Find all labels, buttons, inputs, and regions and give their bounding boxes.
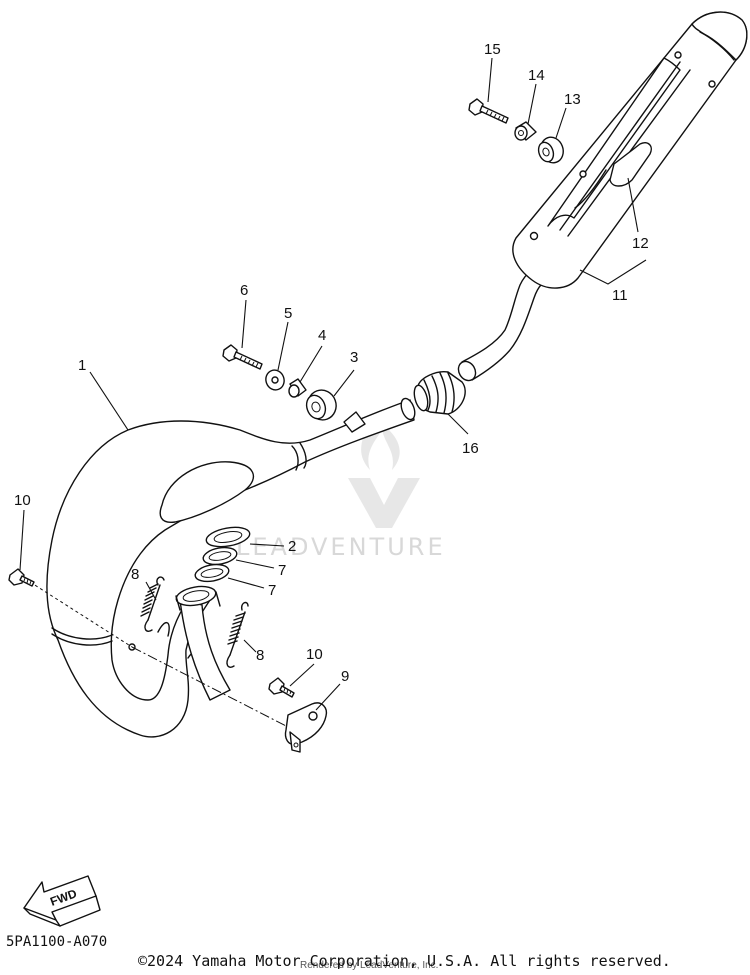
callout-15: 15	[484, 41, 501, 58]
part-13-grommet[interactable]	[536, 134, 567, 166]
watermark-text: LEADVENTURE	[236, 533, 446, 561]
callout-3: 3	[350, 349, 358, 366]
callout-4: 4	[318, 327, 326, 344]
rendered-by-text: Rendered by LeadVenture, Inc.	[300, 960, 439, 971]
part-9-bracket[interactable]	[284, 702, 328, 753]
callout-12: 12	[632, 235, 649, 252]
part-7-o-ring-upper[interactable]	[202, 545, 238, 567]
part-1-exhaust-pipe[interactable]	[46, 397, 418, 738]
callout-6: 6	[240, 282, 248, 299]
fwd-arrow-icon: FWD	[23, 875, 101, 927]
part-4-collar[interactable]	[288, 378, 307, 398]
callout-14: 14	[528, 67, 545, 84]
callout-2: 2	[288, 538, 296, 555]
guide-line-bolt-10-left	[29, 581, 133, 648]
callout-9: 9	[341, 668, 349, 685]
callout-1: 1	[78, 357, 86, 374]
part-10-bolt-right[interactable]	[268, 677, 295, 698]
part-2-gasket[interactable]	[205, 524, 251, 549]
callout-7-lower: 7	[268, 582, 276, 599]
watermark-logo: LEADVENTURE	[236, 418, 446, 561]
part-3-grommet[interactable]	[303, 386, 340, 424]
part-8-spring-right[interactable]	[226, 601, 249, 668]
part-14-collar[interactable]	[514, 121, 537, 141]
part-5-washer[interactable]	[263, 368, 287, 393]
callout-10-left: 10	[14, 492, 31, 509]
part-16-joint-boot[interactable]	[412, 371, 466, 415]
copyright-text: ©2024 Yamaha Motor Corporation, U.S.A. A…	[138, 952, 671, 970]
part-8-spring-left[interactable]	[140, 576, 165, 632]
part-7-o-ring-lower[interactable]	[194, 562, 230, 584]
callout-11: 11	[612, 287, 628, 304]
guide-line-bracket	[131, 646, 291, 729]
callout-8-left: 8	[131, 566, 139, 583]
leader-lines	[19, 57, 647, 711]
diagram-code: 5PA1100-A070	[6, 934, 108, 950]
callout-7-upper: 7	[278, 562, 286, 579]
part-6-bolt[interactable]	[222, 344, 263, 370]
part-11-silencer-assembly[interactable]	[455, 11, 748, 384]
part-10-bolt-left[interactable]	[8, 568, 35, 587]
callout-5: 5	[284, 305, 292, 322]
callout-16: 16	[462, 440, 479, 457]
callout-13: 13	[564, 91, 581, 108]
part-15-bolt[interactable]	[468, 98, 509, 124]
callout-8-right: 8	[256, 647, 264, 664]
callout-10-right: 10	[306, 646, 323, 663]
